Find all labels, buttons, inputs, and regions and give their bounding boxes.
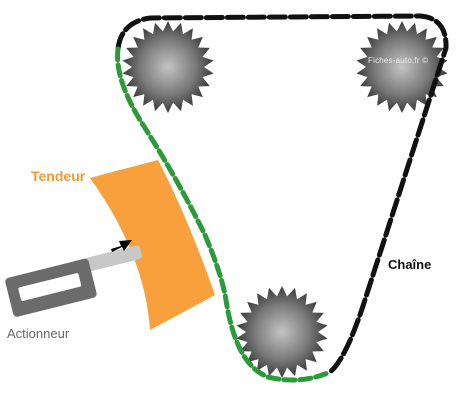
sprocket-icon <box>236 286 328 378</box>
sprocket-icon <box>356 21 448 113</box>
chain-slack-side <box>115 13 449 375</box>
watermark: Fiches-auto.fr © <box>368 56 429 65</box>
actuator-label: Actionneur <box>7 326 70 341</box>
actuator <box>5 245 143 317</box>
chain-label: Chaîne <box>388 257 432 272</box>
tensioner-shoe <box>90 160 215 330</box>
chain-tensioned-side <box>115 46 333 383</box>
sprocket-icon <box>122 21 214 113</box>
push-arrow-icon <box>111 240 132 252</box>
actuator-body <box>5 258 97 317</box>
tensioner-label: Tendeur <box>31 168 86 184</box>
